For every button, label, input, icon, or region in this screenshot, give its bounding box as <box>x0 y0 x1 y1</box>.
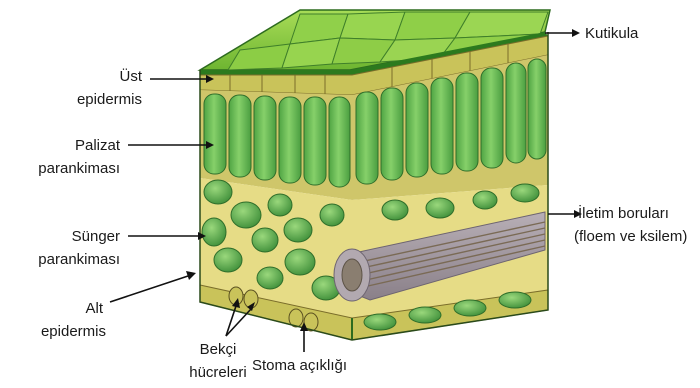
arrow-lower-epidermis <box>110 271 196 302</box>
label-lower-epidermis-line1: Alt <box>48 300 103 317</box>
label-stoma: Stoma açıklığı <box>252 357 347 374</box>
label-spongy-line1: Sünger <box>40 228 120 245</box>
label-vascular-line2: (floem ve ksilem) <box>574 228 687 245</box>
arrow-vascular <box>548 210 582 218</box>
label-palisade-line1: Palizat <box>40 137 120 154</box>
label-guard-cells-line1: Bekçi <box>180 341 256 358</box>
label-palisade-line2: parankiması <box>30 160 120 177</box>
label-spongy-line2: parankiması <box>30 251 120 268</box>
label-guard-cells-line2: hücreleri <box>175 364 261 381</box>
label-upper-epidermis-line1: Üst <box>80 68 142 85</box>
label-upper-epidermis-line2: epidermis <box>62 91 142 108</box>
label-cuticle: Kutikula <box>585 25 638 42</box>
arrow-cuticle <box>545 29 580 37</box>
label-vascular-line1: İletim boruları <box>578 205 669 222</box>
arrow-spongy <box>128 232 206 240</box>
label-lower-epidermis-line2: epidermis <box>26 323 106 340</box>
